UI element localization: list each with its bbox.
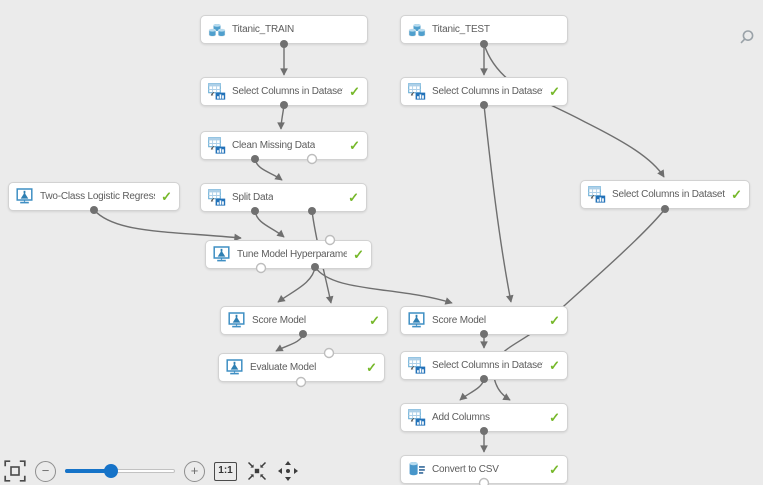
edge-select-to-add-columns[interactable] bbox=[459, 378, 485, 401]
model-flask-icon bbox=[213, 246, 231, 263]
node-add-columns[interactable]: Add Columns ✓ bbox=[400, 403, 568, 432]
zoom-in-button[interactable]: + bbox=[184, 460, 205, 482]
node-label: Score Model bbox=[432, 315, 486, 326]
edge-test-to-select-far[interactable] bbox=[483, 43, 665, 178]
status-check-icon: ✓ bbox=[549, 313, 560, 328]
edge-tune-to-score-right[interactable] bbox=[314, 266, 453, 305]
edge-lr-to-tune[interactable] bbox=[93, 209, 242, 242]
status-check-icon: ✓ bbox=[161, 189, 172, 204]
edge-tune-to-score-left[interactable] bbox=[277, 266, 316, 303]
table-transform-icon bbox=[208, 83, 226, 100]
status-check-icon: ✓ bbox=[731, 187, 742, 202]
node-evaluate-model[interactable]: Evaluate Model ✓ bbox=[218, 353, 385, 382]
node-label: Select Columns in Dataset bbox=[432, 360, 544, 371]
status-check-icon: ✓ bbox=[349, 138, 360, 153]
node-label: Select Columns in Dataset bbox=[612, 189, 725, 200]
zoom-out-button[interactable]: − bbox=[35, 460, 56, 482]
pan-icon[interactable] bbox=[277, 460, 299, 482]
node-label: Split Data bbox=[232, 192, 274, 203]
node-titanic-train[interactable]: Titanic_TRAIN bbox=[200, 15, 368, 44]
table-transform-icon bbox=[588, 186, 606, 203]
node-score-model-right[interactable]: Score Model ✓ bbox=[400, 306, 568, 335]
node-label: Convert to CSV bbox=[432, 464, 499, 475]
node-select-columns-scored[interactable]: Select Columns in Dataset ✓ bbox=[400, 351, 568, 380]
status-check-icon: ✓ bbox=[549, 358, 560, 373]
edge-select-to-score-right[interactable] bbox=[483, 104, 514, 303]
node-label: Titanic_TRAIN bbox=[232, 24, 295, 35]
node-label: Tune Model Hyperparameters bbox=[237, 249, 348, 260]
model-flask-icon bbox=[226, 359, 244, 376]
node-select-columns-train[interactable]: Select Columns in Dataset ✓ bbox=[200, 77, 368, 106]
dataset-icon bbox=[208, 22, 226, 38]
dataset-icon bbox=[408, 22, 426, 38]
search-icon[interactable] bbox=[738, 29, 755, 51]
node-titanic-test[interactable]: Titanic_TEST bbox=[400, 15, 568, 44]
node-select-columns-test[interactable]: Select Columns in Dataset ✓ bbox=[400, 77, 568, 106]
model-flask-icon bbox=[16, 188, 34, 205]
table-transform-icon bbox=[208, 137, 226, 154]
model-flask-icon bbox=[228, 312, 246, 329]
node-label: Two-Class Logistic Regression bbox=[40, 191, 155, 202]
edge-select-to-clean[interactable] bbox=[277, 104, 285, 130]
fit-to-screen-icon[interactable] bbox=[4, 460, 26, 482]
actual-size-button[interactable]: 1:1 bbox=[214, 461, 237, 481]
csv-icon bbox=[408, 461, 426, 478]
table-transform-icon bbox=[408, 83, 426, 100]
edge-score-left-to-evaluate[interactable] bbox=[275, 333, 304, 352]
node-two-class-logistic-regression[interactable]: Two-Class Logistic Regression ✓ bbox=[8, 182, 180, 211]
zoom-to-fit-icon[interactable] bbox=[246, 460, 268, 482]
status-check-icon: ✓ bbox=[369, 313, 380, 328]
zoom-toolbar: − + 1:1 bbox=[4, 458, 299, 484]
status-check-icon: ✓ bbox=[549, 410, 560, 425]
status-check-icon: ✓ bbox=[353, 247, 364, 262]
node-convert-to-csv[interactable]: Convert to CSV ✓ bbox=[400, 455, 568, 484]
status-check-icon: ✓ bbox=[348, 190, 359, 205]
node-score-model-left[interactable]: Score Model ✓ bbox=[220, 306, 388, 335]
status-check-icon: ✓ bbox=[349, 84, 360, 99]
model-flask-icon bbox=[408, 312, 426, 329]
node-label: Titanic_TEST bbox=[432, 24, 490, 35]
zoom-slider-thumb[interactable] bbox=[104, 464, 118, 478]
node-clean-missing-data[interactable]: Clean Missing Data ✓ bbox=[200, 131, 368, 160]
table-transform-icon bbox=[408, 357, 426, 374]
status-check-icon: ✓ bbox=[366, 360, 377, 375]
edge-split1-to-tune[interactable] bbox=[254, 210, 285, 238]
table-transform-icon bbox=[408, 409, 426, 426]
node-tune-model-hyperparameters[interactable]: Tune Model Hyperparameters ✓ bbox=[205, 240, 372, 269]
table-transform-icon bbox=[208, 189, 226, 206]
node-select-columns-far-right[interactable]: Select Columns in Dataset ✓ bbox=[580, 180, 750, 209]
status-check-icon: ✓ bbox=[549, 462, 560, 477]
node-split-data[interactable]: Split Data ✓ bbox=[200, 183, 367, 212]
node-label: Add Columns bbox=[432, 412, 490, 423]
status-check-icon: ✓ bbox=[549, 84, 560, 99]
node-label: Select Columns in Dataset bbox=[232, 86, 344, 97]
edge-clean-to-split[interactable] bbox=[254, 158, 283, 181]
node-label: Evaluate Model bbox=[250, 362, 317, 373]
node-label: Clean Missing Data bbox=[232, 140, 316, 151]
edge-select-far-to-add-columns[interactable] bbox=[492, 208, 666, 401]
node-label: Select Columns in Dataset bbox=[432, 86, 544, 97]
zoom-slider[interactable] bbox=[65, 464, 175, 478]
zoom-slider-fill bbox=[65, 469, 111, 473]
node-label: Score Model bbox=[252, 315, 306, 326]
